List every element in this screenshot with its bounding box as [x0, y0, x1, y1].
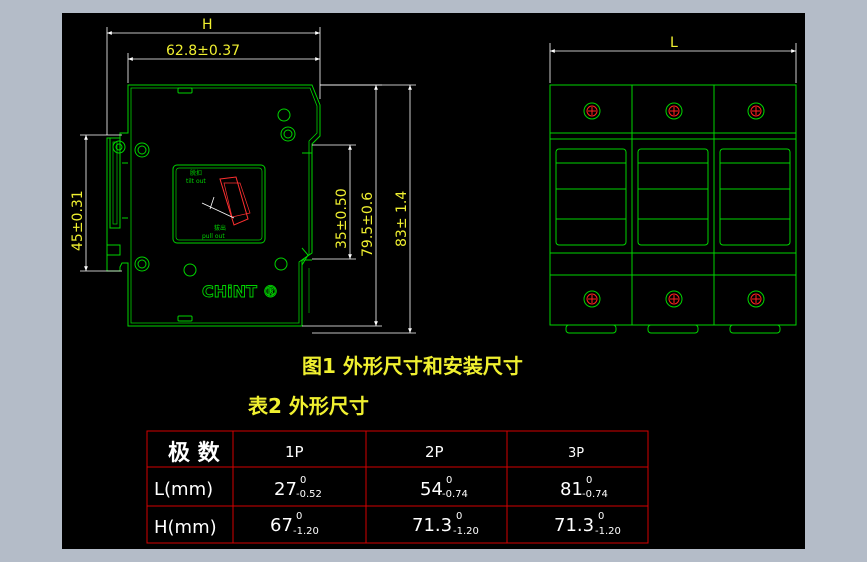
table-header-1p: 1P	[285, 443, 304, 461]
table-header-2p: 2P	[425, 443, 444, 461]
cell-L-2p-upper: 0	[446, 475, 452, 486]
indicator-top-en: tilt out	[186, 178, 206, 185]
cell-H-1p-lower: -1.20	[293, 526, 319, 537]
table-header-label: 极 数	[168, 440, 221, 466]
dim-left-height-label: 45±0.31	[70, 190, 86, 251]
dimension-table: 极 数 1P 2P 3P L(mm) 27 0 -0.52 54 0 -0.74…	[146, 430, 649, 544]
side-view	[106, 84, 321, 327]
cell-L-1p-upper: 0	[300, 475, 306, 486]
row-label-L: L(mm)	[154, 479, 213, 500]
dim-L-label: L	[670, 35, 678, 51]
figure-caption: 图1 外形尺寸和安装尺寸	[302, 354, 523, 378]
cell-H-2p-lower: -1.20	[453, 526, 479, 537]
indicator-top-cn: 脱扣	[190, 169, 202, 177]
cell-H-2p-value: 71.3	[412, 515, 452, 536]
front-view-dimensions	[549, 43, 797, 83]
cell-H-3p-value: 71.3	[554, 515, 594, 536]
indicator-bottom-en: pull out	[202, 233, 225, 240]
cell-H-1p-upper: 0	[296, 511, 302, 522]
front-view	[549, 84, 797, 334]
side-view-dimensions	[80, 27, 416, 334]
cell-L-2p-lower: -0.74	[442, 489, 468, 500]
cell-L-3p-lower: -0.74	[582, 489, 608, 500]
dim-H-label: H	[202, 17, 213, 33]
table-header-3p: 3P	[568, 446, 584, 461]
cell-H-2p-upper: 0	[456, 511, 462, 522]
cell-L-3p-upper: 0	[586, 475, 592, 486]
cell-L-1p-lower: -0.52	[296, 489, 322, 500]
row-label-H: H(mm)	[154, 517, 217, 538]
brand-logo: CHiNT ®	[202, 282, 279, 301]
table-caption: 表2 外形尺寸	[248, 394, 369, 418]
indicator-bottom-cn: 拔出	[214, 224, 226, 232]
cell-H-3p-upper: 0	[598, 511, 604, 522]
cell-H-3p-lower: -1.20	[595, 526, 621, 537]
cell-L-3p-value: 81	[560, 479, 583, 500]
dim-total-label: 83± 1.4	[394, 191, 410, 247]
cell-H-1p-value: 67	[270, 515, 293, 536]
dim-width-label: 62.8±0.37	[166, 43, 240, 59]
cell-L-2p-value: 54	[420, 479, 443, 500]
dim-rail-label: 35±0.50	[334, 188, 350, 249]
cell-L-1p-value: 27	[274, 479, 297, 500]
cad-drawing-canvas: 脱扣 tilt out 拔出 pull out CHiNT ® H 62.8±0…	[62, 13, 805, 549]
dim-body-label: 79.5±0.6	[360, 192, 376, 257]
